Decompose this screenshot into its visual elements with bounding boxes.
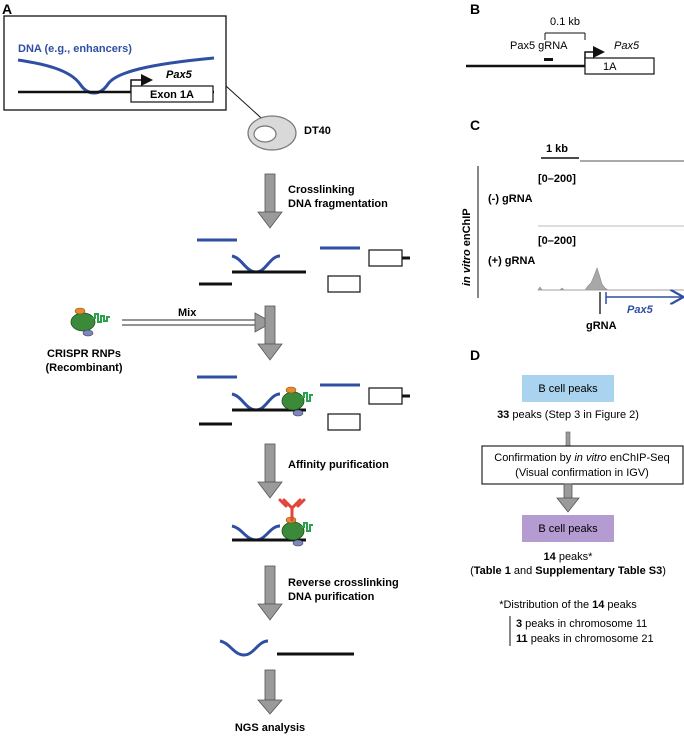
fragments-row-1 xyxy=(197,238,410,293)
inset-box: DNA (e.g., enhancers) Pax5 Exon 1A xyxy=(3,15,227,111)
side-label: in vitro enChIP xyxy=(461,208,473,286)
panel-d-label: D xyxy=(470,347,480,363)
rnp-label-line2: (Recombinant) xyxy=(46,362,123,374)
antibody-icon xyxy=(278,498,306,522)
track-pos-label: (+) gRNA xyxy=(488,255,535,267)
range-1: [0–200] xyxy=(538,173,576,185)
step3-line1: Reverse crosslinking xyxy=(288,577,399,589)
step1-line1: Crosslinking xyxy=(288,184,355,196)
box1-label: B cell peaks xyxy=(538,383,598,395)
inset-exon-label: Exon 1A xyxy=(150,89,194,101)
exon-b-box xyxy=(584,57,655,75)
panel-a-label: A xyxy=(2,1,12,17)
box-b-cell-peaks-1 xyxy=(522,375,614,402)
crispr-rnp-icon xyxy=(281,386,313,417)
gene-c-label: Pax5 xyxy=(627,304,654,316)
chr21-line: 11 peaks in chromosome 21 xyxy=(516,633,654,645)
panel-b-label: B xyxy=(470,1,480,17)
mix-label: Mix xyxy=(178,307,197,319)
crispr-rnp-icon xyxy=(281,516,313,547)
confirm-line1: Confirmation by in vitro enChIP-Seq xyxy=(494,452,669,464)
grna-b-label: Pax5 gRNA xyxy=(510,40,568,52)
flow-connector xyxy=(565,431,571,447)
fragments-row-2 xyxy=(197,375,410,431)
grna-c-label: gRNA xyxy=(586,320,617,332)
exon-b-label: 1A xyxy=(603,61,617,73)
scale-bar-b xyxy=(544,32,586,40)
crispr-rnp-icon xyxy=(70,307,110,337)
distribution-heading: *Distribution of the 14 peaks xyxy=(499,599,637,611)
step2-label: Affinity purification xyxy=(288,459,389,471)
box-confirmation xyxy=(481,445,684,485)
down-arrow-icon xyxy=(556,483,580,513)
peak-signal xyxy=(537,267,684,291)
down-arrow-icon xyxy=(257,669,283,715)
count2: 14 peaks* xyxy=(544,551,594,563)
down-arrow-icon xyxy=(257,173,283,229)
scale-b-label: 0.1 kb xyxy=(550,16,580,28)
track-neg-label: (-) gRNA xyxy=(488,193,533,205)
step3-line2: DNA purification xyxy=(288,591,375,603)
gene-b-label: Pax5 xyxy=(614,40,640,52)
range-2: [0–200] xyxy=(538,235,576,247)
inset-exon-box xyxy=(130,85,214,103)
step4-label: NGS analysis xyxy=(235,722,305,734)
mix-arrow-icon xyxy=(122,312,273,333)
box2-label: B cell peaks xyxy=(538,523,598,535)
cell-icon xyxy=(247,115,297,151)
down-arrow-icon xyxy=(257,443,283,499)
cell-label: DT40 xyxy=(304,125,331,137)
inset-dna-label: DNA (e.g., enhancers) xyxy=(18,43,132,55)
count1: 33 peaks (Step 3 in Figure 2) xyxy=(497,409,639,421)
purified-dna xyxy=(219,639,354,657)
inset-gene-label: Pax5 xyxy=(166,69,193,81)
scale-c-label: 1 kb xyxy=(546,143,568,155)
rnp-label-line1: CRISPR RNPs xyxy=(47,348,121,360)
grna-b-marker xyxy=(544,58,553,61)
down-arrow-icon xyxy=(257,565,283,621)
panel-c-label: C xyxy=(470,117,480,133)
step1-line2: DNA fragmentation xyxy=(288,198,388,210)
count2-reference: (Table 1 and Supplementary Table S3) xyxy=(470,565,666,577)
down-arrow-icon xyxy=(257,305,283,361)
box-b-cell-peaks-2 xyxy=(522,515,614,542)
chr11-line: 3 peaks in chromosome 11 xyxy=(516,618,647,630)
confirm-line2: (Visual confirmation in IGV) xyxy=(515,467,649,479)
